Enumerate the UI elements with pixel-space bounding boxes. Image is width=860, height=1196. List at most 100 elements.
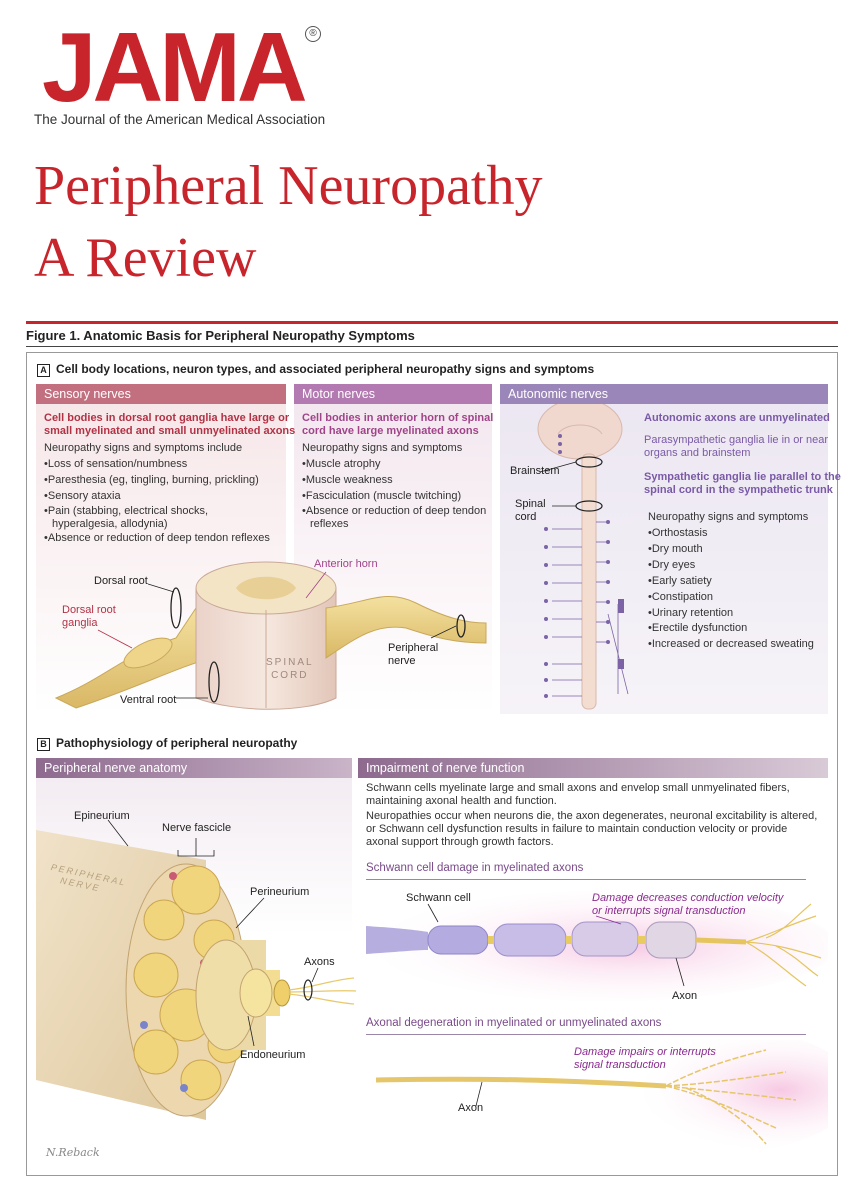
figure-title: Figure 1. Anatomic Basis for Peripheral … (26, 328, 415, 343)
brainstem-label: Brainstem (510, 465, 560, 477)
motor-bold-line: Cell bodies in anterior horn of spinal (302, 412, 494, 424)
autonomic-symptom-list: Orthostasis Dry mouth Dry eyes Early sat… (648, 526, 814, 653)
motor-header: Motor nerves (294, 384, 492, 404)
label-line: cord (515, 511, 537, 523)
note-line: spinal cord in the sympathetic trunk (644, 483, 833, 496)
autonomic-note-sympathetic: Sympathetic ganglia lie parallel to the … (644, 471, 841, 496)
motor-bold-line: cord have large myelinated axons (302, 424, 479, 437)
list-item: Paresthesia (eg, tingling, burning, pric… (44, 473, 270, 489)
sensory-header: Sensory nerves (36, 384, 286, 404)
list-item: Loss of sensation/numbness (44, 457, 270, 473)
anterior-horn-label: Anterior horn (314, 558, 378, 570)
label-line: CORD (271, 670, 309, 681)
autonomic-note-unmyelinated: Autonomic axons are unmyelinated (644, 412, 830, 424)
note-line: organs and brainstem (644, 446, 751, 459)
list-item: Muscle weakness (302, 473, 486, 489)
sensory-bold-line: small myelinated and small unmyelinated … (44, 424, 296, 437)
axons-label: Axons (304, 956, 335, 968)
annotation-line: or interrupts signal transduction (592, 905, 746, 917)
schwann-cell-label: Schwann cell (406, 892, 471, 904)
annotation-line: signal transduction (574, 1059, 666, 1071)
axonal-heading-rule (366, 1034, 806, 1035)
schwann-damage-annotation: Damage decreases conduction velocity or … (592, 892, 783, 918)
list-item: reflexes (310, 517, 349, 530)
axonal-damage-annotation: Damage impairs or interrupts signal tran… (574, 1046, 716, 1072)
paragraph-line: maintaining axonal health and function. (366, 795, 557, 807)
article-subtitle: A Review (34, 227, 257, 289)
list-item: Dry eyes (648, 558, 814, 574)
autonomic-note-parasympathetic: Parasympathetic ganglia lie in or near o… (644, 434, 828, 459)
label-line: Dorsal root (62, 604, 116, 616)
jama-logo: JAMA (42, 12, 308, 122)
paragraph-line: or Schwann cell dysfunction results in f… (366, 823, 788, 835)
registered-mark: ® (305, 26, 321, 42)
axonal-degeneration-illustration (375, 1040, 828, 1155)
section-b-letter: B (37, 738, 50, 751)
sensory-bold-line: Cell bodies in dorsal root ganglia have … (44, 412, 290, 424)
figure-frame (26, 352, 838, 1176)
endoneurium-label: Endoneurium (240, 1049, 306, 1061)
autonomic-intro: Neuropathy signs and symptoms (648, 511, 809, 523)
note-line: Sympathetic ganglia lie parallel to the (644, 471, 841, 483)
list-item: Early satiety (648, 574, 814, 590)
figure-rule (26, 346, 838, 347)
schwann-cell-damage-illustration (366, 891, 828, 1001)
label-line: Peripheral (388, 642, 439, 654)
section-a-text: Cell body locations, neuron types, and a… (56, 362, 595, 376)
impairment-paragraph-1: Schwann cells myelinate large and small … (366, 782, 790, 808)
list-item: Dry mouth (648, 542, 814, 558)
motor-symptom-list: Muscle atrophy Muscle weakness Fascicula… (302, 457, 486, 533)
sensory-intro: Neuropathy signs and symptoms include (44, 442, 243, 454)
spinal-cord-illustration (54, 561, 487, 710)
impairment-paragraph-2: Neuropathies occur when neurons die, the… (366, 810, 817, 849)
list-item: Erectile dysfunction (648, 621, 814, 637)
nerve-fascicle-label: Nerve fascicle (162, 822, 232, 834)
section-b-title: B Pathophysiology of peripheral neuropath… (37, 736, 297, 751)
journal-name: The Journal of the American Medical Asso… (34, 112, 326, 127)
list-item: Increased or decreased sweating (648, 637, 814, 653)
spinal-cord-engraving: SPINAL CORD (266, 656, 314, 682)
label-line: ganglia (62, 617, 98, 629)
list-item: Fasciculation (muscle twitching) (302, 489, 486, 505)
sensory-bold-note: Cell bodies in dorsal root ganglia have … (44, 412, 295, 437)
paragraph-line: Neuropathies occur when neurons die, the… (366, 810, 818, 822)
sensory-symptom-list: Loss of sensation/numbness Paresthesia (… (44, 457, 270, 547)
section-b-text: Pathophysiology of peripheral neuropathy (56, 736, 298, 750)
perineurium-label: Perineurium (250, 886, 310, 898)
label-line: SPINAL (266, 657, 314, 668)
schwann-heading-rule (366, 879, 806, 880)
axonal-degeneration-heading: Axonal degeneration in myelinated or unm… (366, 1017, 662, 1029)
dorsal-root-ganglia-label: Dorsal root ganglia (62, 604, 116, 630)
motor-bold-note: Cell bodies in anterior horn of spinal c… (302, 412, 493, 437)
paragraph-line: axonal support through growth factors. (366, 836, 554, 848)
article-title: Peripheral Neuropathy (34, 155, 543, 217)
section-a-title: A Cell body locations, neuron types, and … (37, 362, 594, 377)
list-item: Pain (stabbing, electrical shocks, (44, 505, 270, 517)
list-item: Orthostasis (648, 526, 814, 542)
annotation-line: Damage decreases conduction velocity (592, 892, 784, 904)
list-item: Constipation (648, 590, 814, 606)
list-item: Absence or reduction of deep tendon (302, 505, 486, 517)
impairment-header: Impairment of nerve function (358, 758, 828, 778)
axon-label-2: Axon (458, 1102, 484, 1114)
nerve-anatomy-header: Peripheral nerve anatomy (36, 758, 352, 778)
label-line: nerve (388, 655, 416, 667)
ventral-root-label: Ventral root (120, 694, 177, 706)
axon-label-1: Axon (672, 990, 698, 1002)
epineurium-label: Epineurium (74, 810, 130, 822)
peripheral-nerve-cross-section (36, 819, 357, 1120)
list-item: Urinary retention (648, 606, 814, 622)
motor-intro: Neuropathy signs and symptoms (302, 442, 463, 454)
autonomic-nervous-system-illustration (537, 404, 629, 710)
annotation-line: Damage impairs or interrupts (574, 1046, 716, 1058)
note-line: Parasympathetic ganglia lie in or near (644, 434, 829, 446)
spinal-cord-label: Spinal cord (515, 498, 546, 524)
artist-signature: N.Reback (46, 1146, 100, 1159)
peripheral-nerve-label: Peripheral nerve (388, 642, 438, 668)
paragraph-line: Schwann cells myelinate large and small … (366, 782, 790, 794)
schwann-damage-heading: Schwann cell damage in myelinated axons (366, 862, 584, 874)
list-item: Muscle atrophy (302, 457, 486, 473)
list-item: hyperalgesia, allodynia) (52, 517, 168, 530)
list-item: Sensory ataxia (44, 489, 270, 505)
section-a-letter: A (37, 364, 50, 377)
